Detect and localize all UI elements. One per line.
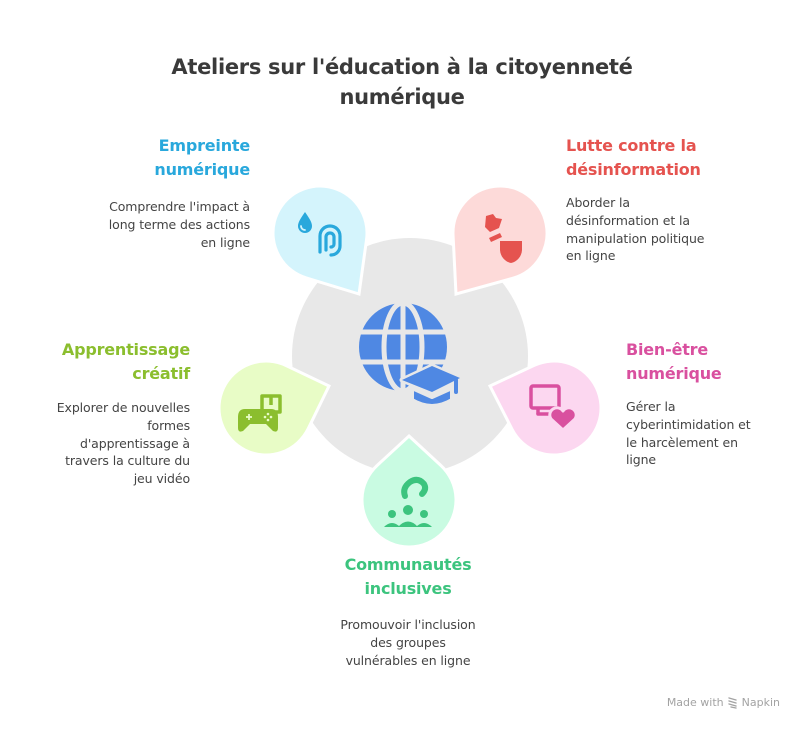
page-title: Ateliers sur l'éducation à la citoyennet… (0, 52, 804, 112)
broken-shield-icon (485, 214, 522, 263)
workshop-description-communautes: Promouvoir l'inclusion des groupes vulné… (258, 616, 558, 669)
description-line: jeu vidéo (133, 471, 190, 487)
gamepad-book-icon (238, 394, 282, 432)
napkin-logo-icon (727, 696, 737, 709)
title-line: numérique (154, 160, 250, 179)
description-line: long terme des actions (108, 216, 250, 232)
title-line: numérique (626, 364, 722, 383)
community-people-icon (384, 476, 432, 527)
workshop-title-apprentissage: Apprentissage créatif (62, 338, 190, 386)
title-line: Communautés (344, 555, 472, 574)
fingerprint-drop-icon (298, 212, 342, 257)
description-line: ligne (626, 452, 656, 468)
title-line: désinformation (566, 160, 701, 179)
description-line: vulnérables en ligne (345, 652, 471, 668)
workshop-title-desinformation: Lutte contre la désinformation (566, 134, 701, 182)
description-line: d'apprentissage à (80, 435, 190, 451)
description-line: en ligne (566, 248, 616, 264)
description-line: travers la culture du (65, 453, 190, 469)
description-line: formes (147, 417, 190, 433)
description-line: cyberintimidation et (626, 416, 751, 432)
description-line: en ligne (200, 234, 250, 250)
workshop-description-apprentissage: Explorer de nouvelles formes d'apprentis… (57, 399, 190, 488)
bubble-desinformation (451, 184, 549, 296)
description-line: Gérer la (626, 399, 676, 414)
monitor-heart-icon (529, 384, 578, 432)
workshop-title-bien-etre: Bien-être numérique (626, 338, 722, 386)
workshop-title-empreinte: Empreinte numérique (154, 134, 250, 182)
title-line: inclusives (364, 579, 452, 598)
description-line: des groupes (370, 634, 446, 650)
made-with-label: Made with (666, 696, 724, 709)
title-line: Empreinte (158, 136, 251, 155)
globe-graduation-cap-icon (359, 300, 463, 408)
workshop-description-bien-etre: Gérer la cyberintimidation et le harcèle… (626, 398, 751, 469)
title-line: Apprentissage (61, 340, 190, 359)
title-line: Bien-être (626, 340, 709, 359)
bubble-communautes (360, 433, 458, 549)
bubble-apprentissage (217, 359, 332, 457)
description-line: Comprendre l'impact à (109, 199, 250, 214)
description-line: le harcèlement en (626, 434, 738, 450)
page-title-line: Ateliers sur l'éducation à la citoyennet… (171, 55, 633, 79)
napkin-brand-label: Napkin (741, 696, 780, 709)
title-line: Lutte contre la (566, 136, 697, 155)
workshop-description-desinformation: Aborder la désinformation et la manipula… (566, 194, 704, 265)
workshop-description-empreinte: Comprendre l'impact à long terme des act… (109, 198, 250, 251)
workshop-title-communautes: Communautés inclusives (258, 553, 558, 601)
made-with-napkin-badge[interactable]: Made with Napkin (667, 696, 780, 709)
description-line: Promouvoir l'inclusion (340, 617, 476, 632)
description-line: Explorer de nouvelles (56, 400, 190, 415)
page-title-line: numérique (339, 85, 465, 109)
description-line: Aborder la (566, 195, 630, 210)
description-line: désinformation et la (566, 212, 690, 228)
description-line: manipulation politique (566, 230, 705, 246)
title-line: créatif (132, 364, 190, 383)
